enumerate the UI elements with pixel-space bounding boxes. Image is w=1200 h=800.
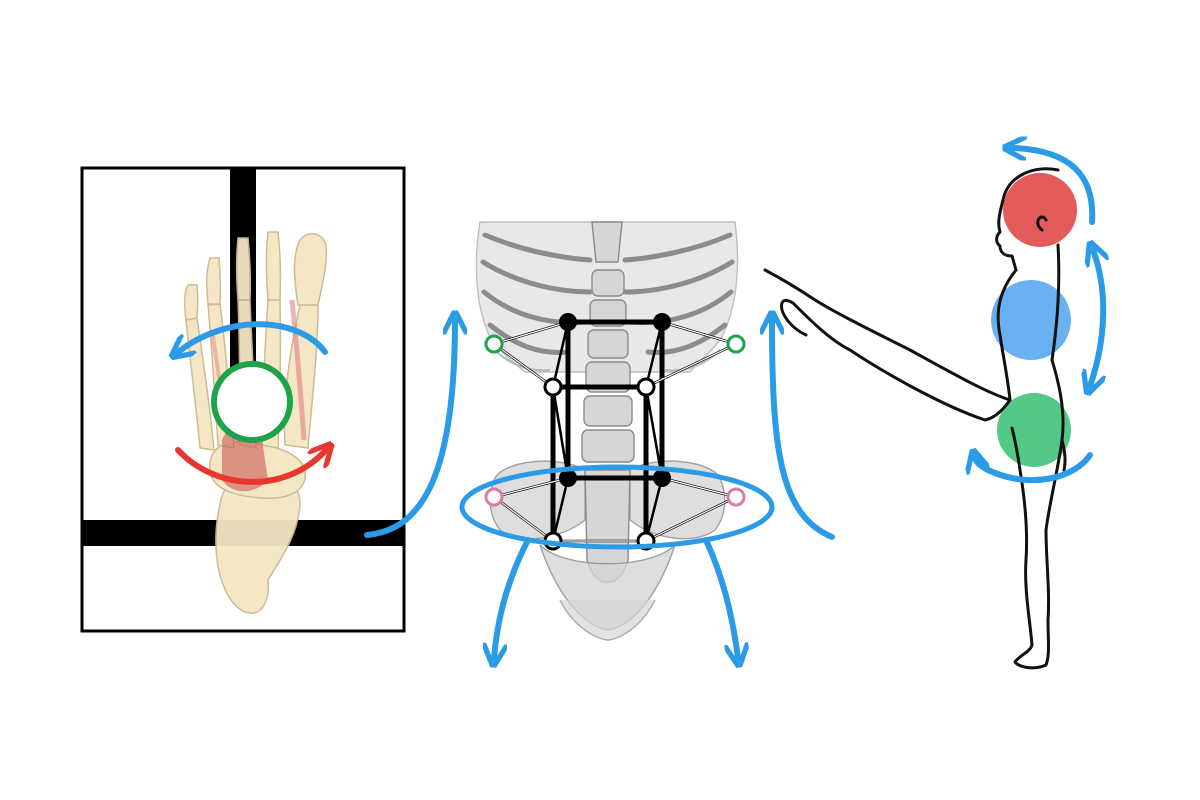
- spine-linkage-model: [484, 313, 746, 551]
- pelvis-node-pink: [726, 487, 746, 507]
- pelvis-rotation-ellipse: [459, 464, 775, 550]
- chest-mass: [991, 280, 1071, 360]
- joint-node: [636, 377, 656, 397]
- rib-node-green: [726, 334, 746, 354]
- torso-skeleton-icon: [475, 221, 739, 641]
- right-leg-down-arrow: [703, 537, 738, 658]
- standing-figure-icon: [763, 148, 1103, 670]
- head-mass: [1003, 173, 1077, 247]
- pelvis-rotation-arrow: [975, 455, 1093, 484]
- foot-rotation-arrow-blue: [178, 321, 328, 352]
- joint-node: [559, 313, 577, 331]
- joint-node: [543, 377, 563, 397]
- foot-to-torso-arrow: [364, 320, 455, 538]
- foot-center-ring: [211, 361, 293, 443]
- joint-node: [559, 469, 577, 487]
- head-rotation-arrow: [1012, 148, 1096, 225]
- foot-rotation-arrow-red: [175, 450, 326, 485]
- joint-node: [653, 469, 671, 487]
- joint-node: [653, 313, 671, 331]
- foot-panel: [80, 166, 406, 633]
- rib-node-green: [484, 334, 504, 354]
- pelvis-node-pink: [484, 487, 504, 507]
- spine-bend-arrow: [1090, 250, 1103, 386]
- torso-right-up-arrow: [772, 320, 835, 540]
- left-leg-down-arrow: [494, 537, 531, 658]
